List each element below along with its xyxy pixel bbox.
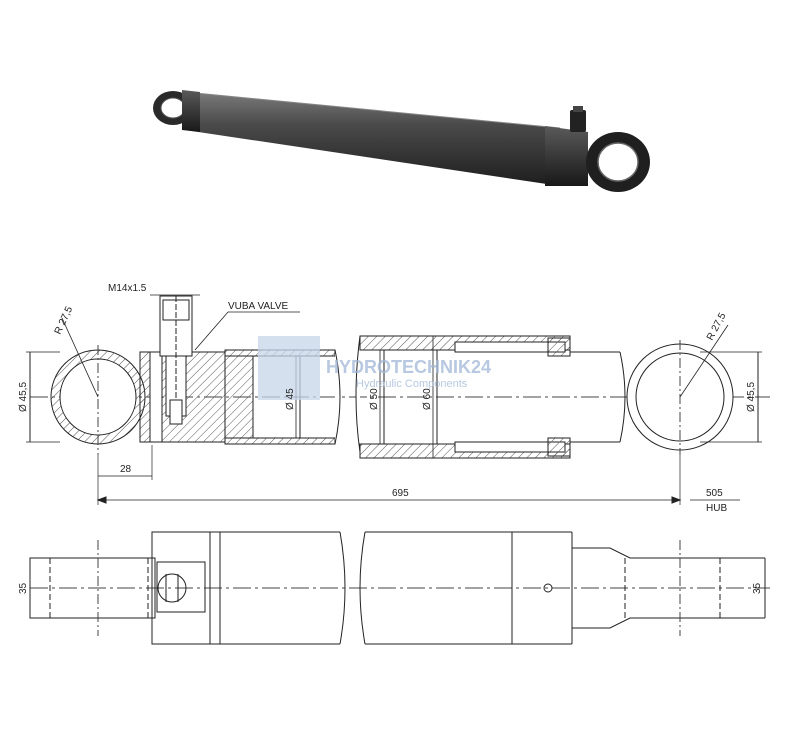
- dia-tube-label: Ø 60: [422, 388, 433, 410]
- rear-cap-render: [182, 90, 200, 132]
- dia-eye-left-label: Ø 45,5: [18, 382, 29, 412]
- section-view: [26, 294, 770, 505]
- gland-render: [545, 126, 588, 186]
- valve-label: VUBA VALVE: [228, 301, 289, 312]
- valve-render: [570, 110, 586, 132]
- stroke-label: 505: [706, 488, 723, 499]
- dia-rod-label: Ø 45: [285, 388, 296, 410]
- offset-label: 28: [120, 464, 132, 475]
- watermark-logo-icon: [258, 336, 320, 400]
- product-render: [153, 90, 650, 192]
- radius-right-label: R 27,5: [705, 311, 729, 343]
- tube-render: [185, 92, 560, 186]
- side-view: [29, 531, 770, 645]
- dia-bore-label: Ø 50: [369, 388, 380, 410]
- watermark-brand: HYDROTECHNIK24: [326, 357, 491, 377]
- valve-port-circle: [157, 573, 187, 603]
- watermark-tagline: Hydraulic Components: [356, 378, 468, 390]
- right-eye-render: [586, 132, 650, 192]
- width-right-label: 35: [752, 582, 763, 594]
- radius-left-label: R 27,5: [53, 305, 76, 337]
- thread-label: M14x1.5: [108, 283, 147, 294]
- dia-eye-right-label: Ø 45,5: [746, 382, 757, 412]
- width-left-label: 35: [18, 582, 29, 594]
- watermark: HYDROTECHNIK24 Hydraulic Components: [258, 336, 491, 400]
- length-label: 695: [392, 488, 409, 499]
- stroke-unit-label: HUB: [706, 503, 727, 514]
